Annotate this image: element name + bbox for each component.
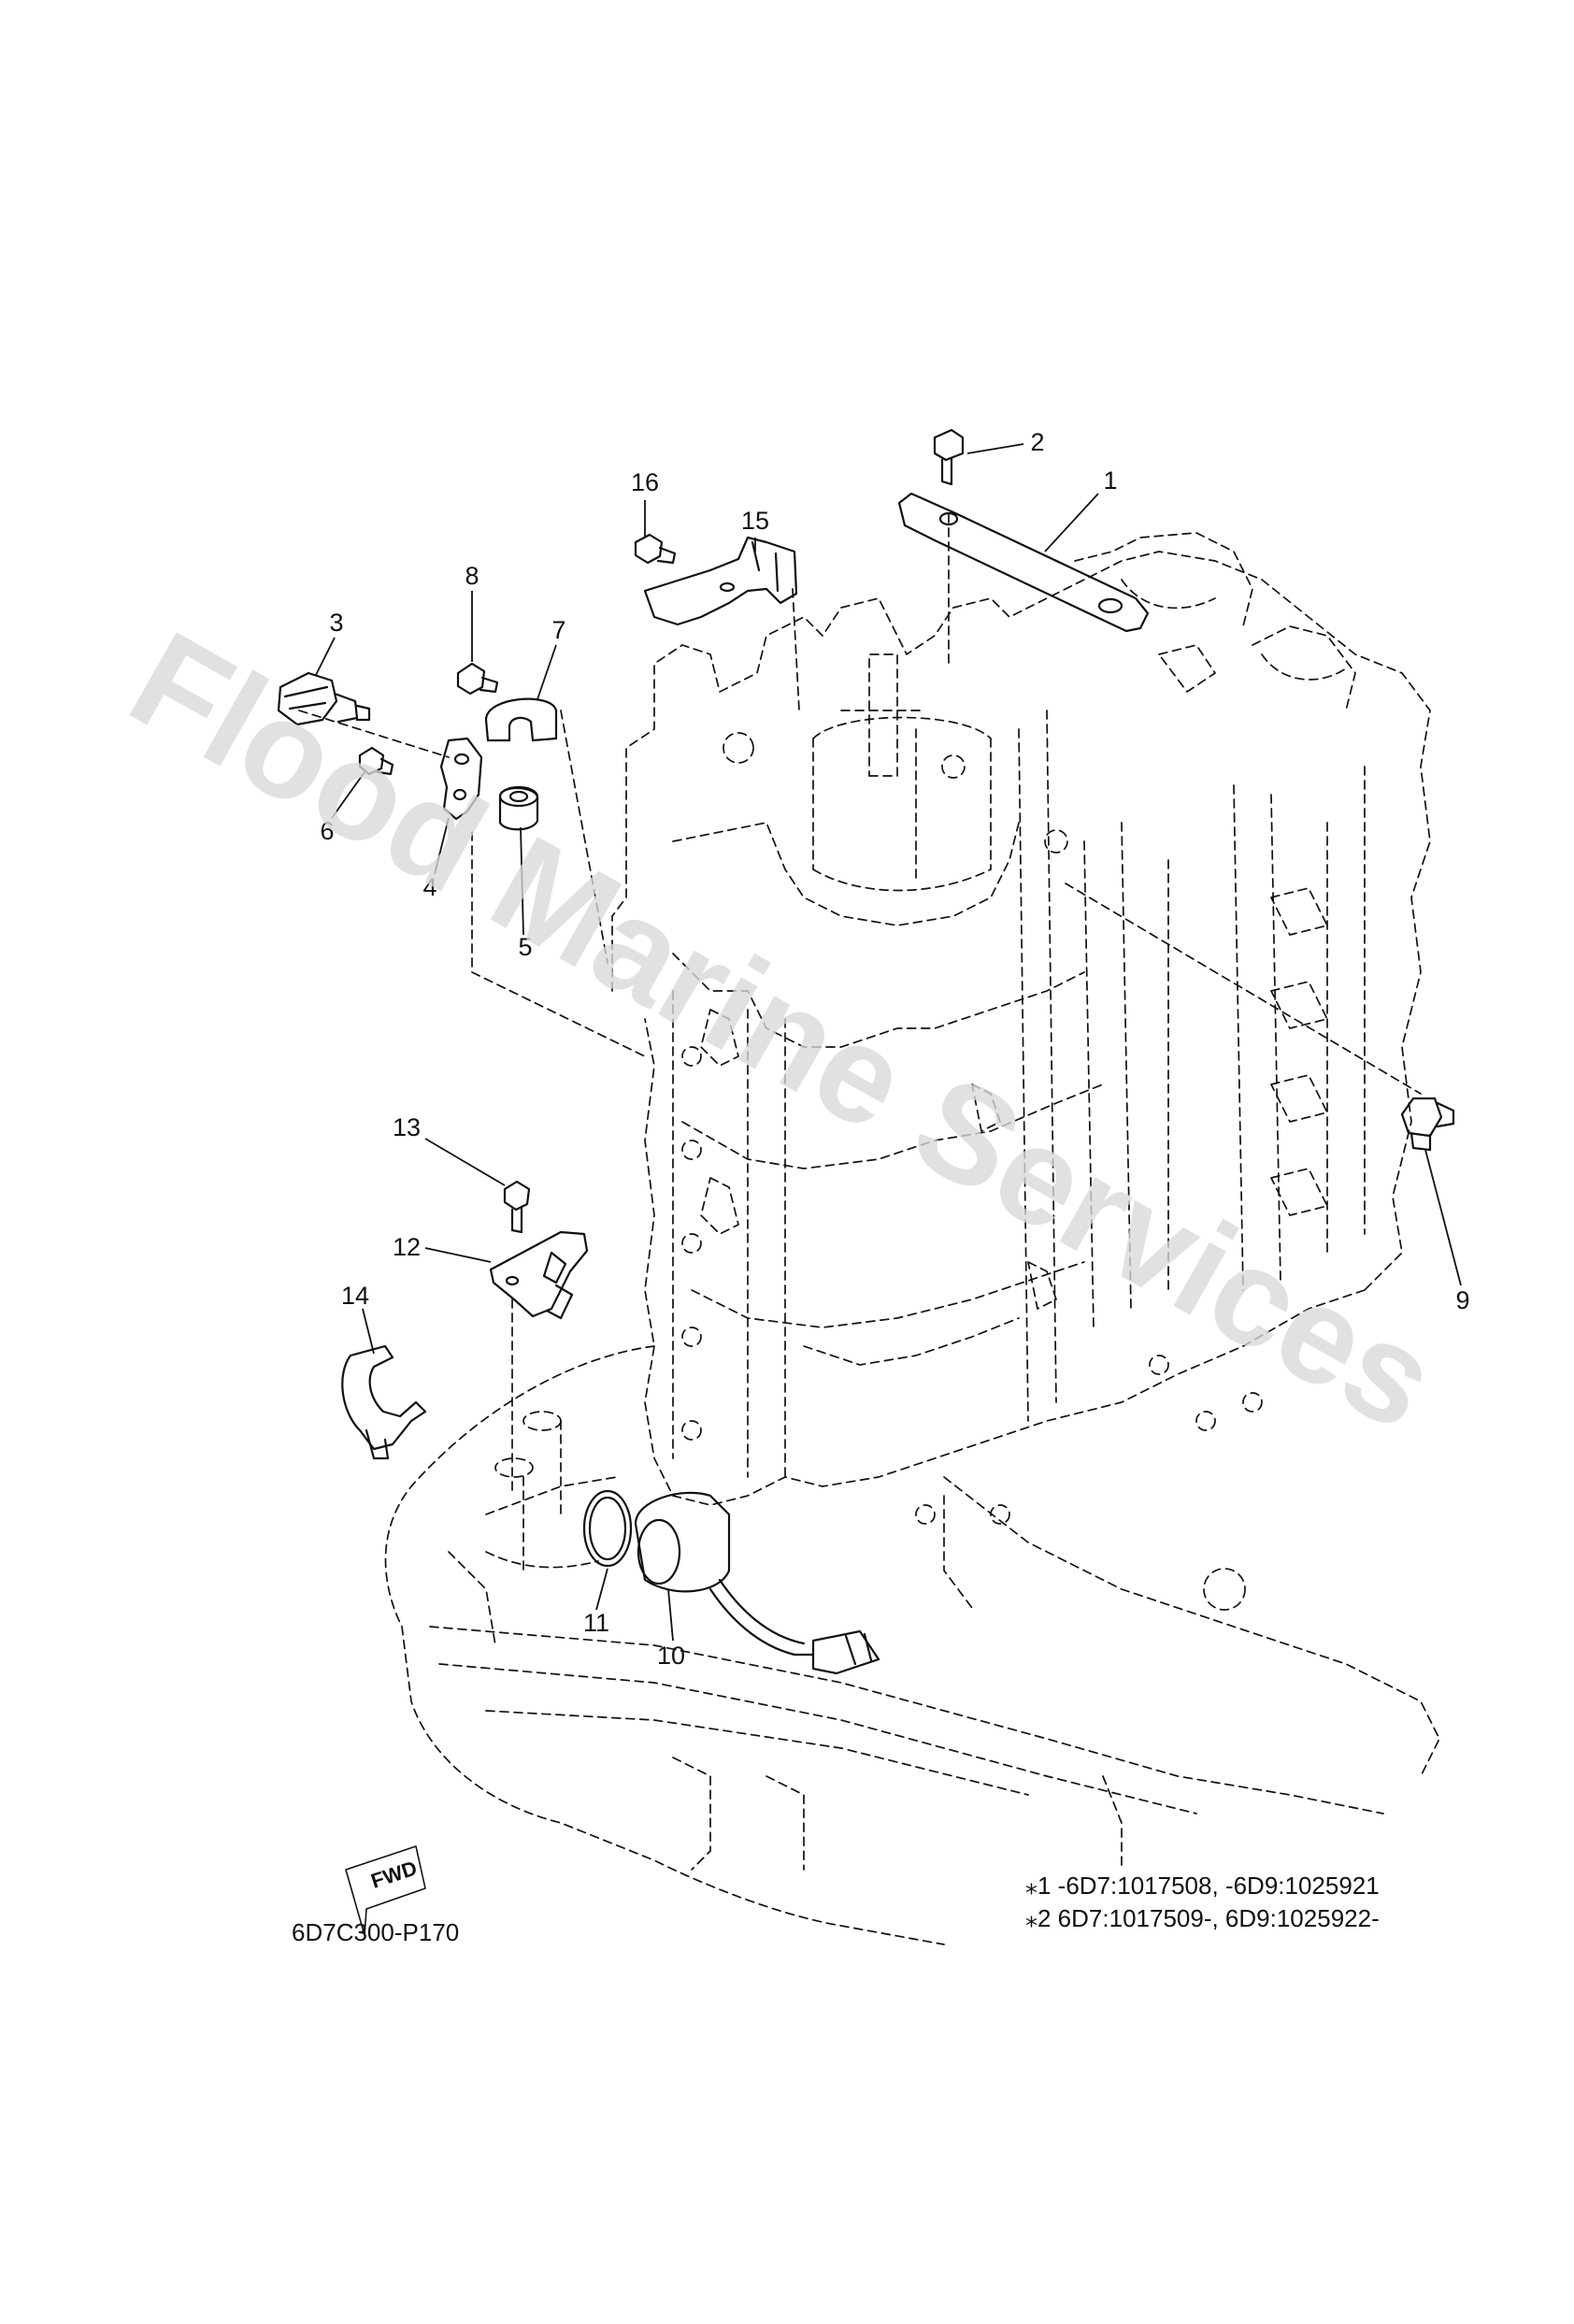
callout-8: 8 <box>465 562 479 590</box>
part-14-clip <box>341 1344 427 1460</box>
part-16-bolt <box>634 533 677 565</box>
part-3-sensor <box>277 671 371 726</box>
callout-2: 2 <box>1030 428 1044 456</box>
part-number-callouts: 1 2 3 4 5 6 7 8 9 10 11 12 13 14 15 16 <box>320 428 1469 1670</box>
callout-12: 12 <box>393 1233 421 1261</box>
callout-13: 13 <box>393 1113 421 1141</box>
installation-lines <box>298 513 1422 1497</box>
callout-15: 15 <box>741 507 769 535</box>
callout-7: 7 <box>551 616 565 644</box>
diagram-code: 6D7C300-P170 <box>292 1918 460 1946</box>
part-9-sender <box>1400 1097 1455 1152</box>
part-12-clamp-plate <box>489 1230 589 1320</box>
serial-note-2: ⁎2 6D7:1017509-, 6D9:1025922- <box>1025 1904 1380 1932</box>
callout-9: 9 <box>1455 1286 1469 1314</box>
part-13-bolt <box>503 1180 531 1234</box>
part-7-clamp <box>484 697 558 742</box>
callout-16: 16 <box>631 468 659 496</box>
callout-3: 3 <box>329 609 343 637</box>
watermark: Flood Marine Services <box>107 602 1461 1459</box>
callout-11: 11 <box>583 1609 609 1637</box>
callout-5: 5 <box>518 933 532 961</box>
fwd-label: FWD <box>368 1856 420 1892</box>
callout-leaders <box>315 443 1462 1642</box>
part-6-screw <box>358 746 394 776</box>
callout-6: 6 <box>320 817 334 845</box>
callout-1: 1 <box>1103 466 1117 495</box>
part-10-sensor-harness <box>634 1491 880 1675</box>
serial-note-1: ⁎1 -6D7:1017508, -6D9:1025921 <box>1025 1872 1380 1900</box>
lower-casing-outline <box>384 1345 1440 1945</box>
part-8-bolt <box>456 662 499 696</box>
part-15-bracket <box>643 536 798 626</box>
part-4-clamp <box>439 737 483 821</box>
part-1-bracket <box>897 492 1150 633</box>
callout-14: 14 <box>341 1282 369 1310</box>
callout-10: 10 <box>657 1642 685 1670</box>
part-2-bolt <box>933 428 965 486</box>
engine-block-outline <box>611 532 1431 1525</box>
callout-4: 4 <box>422 873 436 901</box>
part-5-grommet <box>498 785 539 831</box>
part-11-o-ring <box>582 1489 633 1568</box>
